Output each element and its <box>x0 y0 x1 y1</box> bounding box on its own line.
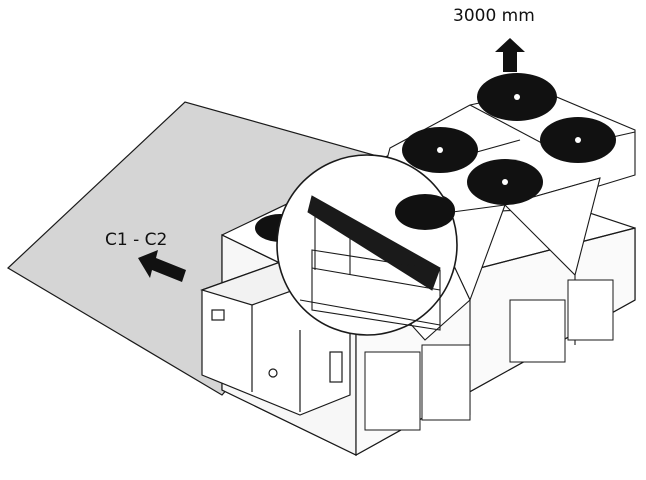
condenser-fans <box>255 73 616 242</box>
detail-magnifier <box>276 154 458 336</box>
top-clearance-label: 3000 mm <box>453 6 535 26</box>
arrow-up-icon <box>495 38 525 72</box>
arrow-left-icon <box>138 250 186 282</box>
open-panel <box>307 195 441 291</box>
lower-panels <box>364 279 614 431</box>
side-clearance-label: C1 - C2 <box>105 230 168 250</box>
